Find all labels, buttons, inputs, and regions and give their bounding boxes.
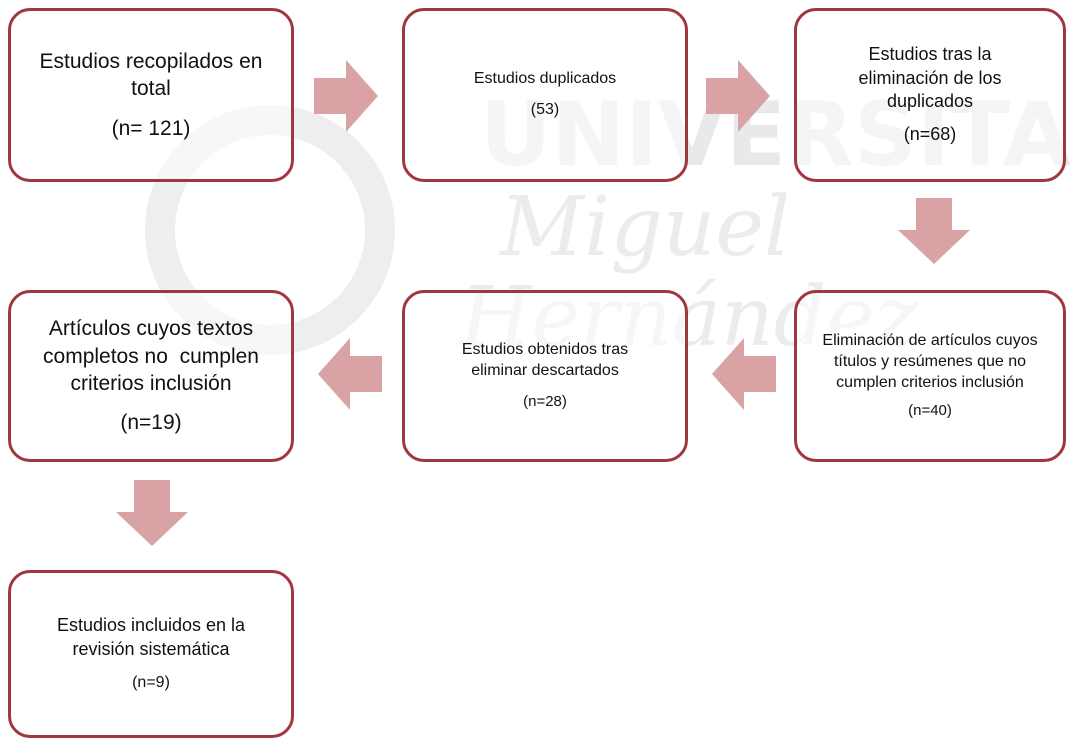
arrow-right-1-icon xyxy=(314,60,378,132)
arrow-down-1-icon xyxy=(898,198,970,264)
arrow-right-2-icon xyxy=(706,60,770,132)
box-excluded-title-abstract-count: (n=40) xyxy=(908,402,952,420)
box-included-text: Estudios incluidos en la revisión sistem… xyxy=(56,615,246,659)
box-included-count: (n=9) xyxy=(132,673,170,691)
box-after-dedup: Estudios tras la eliminación de los dupl… xyxy=(794,8,1066,182)
box-after-dedup-text: Estudios tras la eliminación de los dupl… xyxy=(858,44,1002,111)
box-duplicates-text: Estudios duplicados xyxy=(473,70,617,88)
box-after-dedup-count: (n=68) xyxy=(903,124,957,145)
box-duplicates: Estudios duplicados (53) xyxy=(402,8,688,182)
box-total-studies-count: (n= 121) xyxy=(111,116,191,140)
box-after-exclusion-text: Estudios obtenidos tras eliminar descart… xyxy=(461,341,629,380)
box-excluded-title-abstract: Eliminación de artículos cuyos títulos y… xyxy=(794,290,1066,462)
watermark-line2: Miguel xyxy=(498,180,790,275)
box-excluded-fulltext-count: (n=19) xyxy=(120,411,182,435)
box-after-exclusion-count: (n=28) xyxy=(523,393,567,411)
box-after-exclusion: Estudios obtenidos tras eliminar descart… xyxy=(402,290,688,462)
arrow-left-1-icon xyxy=(712,338,776,410)
box-excluded-fulltext-text: Artículos cuyos textos completos no cump… xyxy=(43,317,265,395)
arrow-left-2-icon xyxy=(318,338,382,410)
box-duplicates-count: (53) xyxy=(530,101,560,118)
box-excluded-title-abstract-text: Eliminación de artículos cuyos títulos y… xyxy=(822,332,1038,391)
arrow-down-2-icon xyxy=(116,480,188,546)
box-excluded-fulltext: Artículos cuyos textos completos no cump… xyxy=(8,290,294,462)
box-total-studies: Estudios recopilados en total (n= 121) xyxy=(8,8,294,182)
box-total-studies-text: Estudios recopilados en total xyxy=(39,50,263,101)
box-included: Estudios incluidos en la revisión sistem… xyxy=(8,570,294,738)
